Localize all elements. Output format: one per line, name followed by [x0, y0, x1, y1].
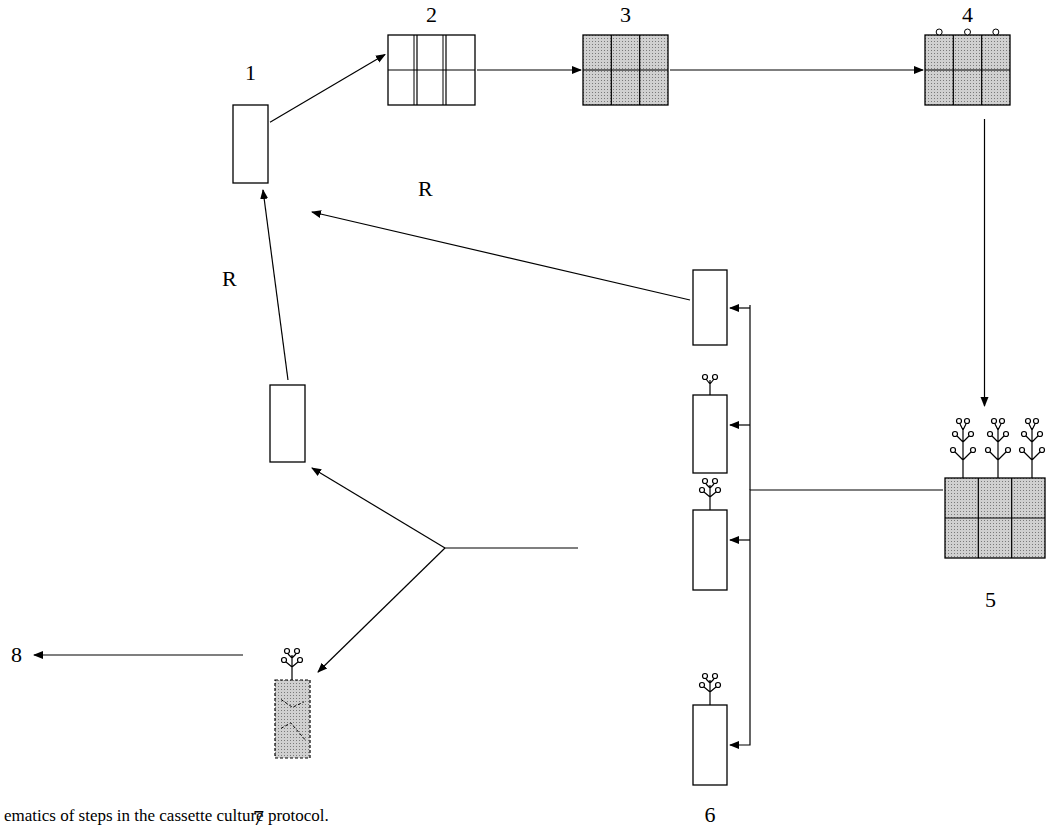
shape-outline — [388, 35, 475, 105]
flow-arrow — [670, 69, 923, 70]
flow-arrow — [984, 119, 985, 406]
figure-caption: ematics of steps in the cassette culture… — [4, 806, 329, 826]
cassette-4: 4 — [925, 35, 1010, 105]
shape-outline — [925, 35, 1010, 105]
callout-number: 3 — [620, 3, 631, 27]
return-label: R — [417, 177, 434, 201]
tube-6: 6 — [693, 705, 727, 785]
shape-outline — [233, 105, 268, 183]
cassette-5: 5 — [945, 478, 1045, 558]
callout-number: 8 — [10, 643, 23, 667]
tube-1: 1 — [233, 105, 268, 183]
shape-outline — [945, 478, 1045, 558]
flow-arrow — [730, 490, 943, 745]
return-label: R — [221, 267, 238, 291]
callout-number: 2 — [426, 3, 437, 27]
flow-arrow — [477, 69, 581, 70]
shape-outline — [275, 680, 310, 758]
shape-outline — [693, 705, 727, 785]
callout-number: 1 — [245, 61, 256, 85]
tube-7: 7 — [275, 680, 310, 758]
callout-number: 6 — [705, 803, 716, 827]
well-grid-2: 2 — [388, 35, 475, 105]
flow-arrow — [270, 55, 385, 123]
callout-number: 5 — [985, 588, 996, 612]
callout-number: 4 — [962, 3, 973, 27]
cassette-3: 3 — [583, 35, 668, 105]
shape-outline — [583, 35, 668, 105]
